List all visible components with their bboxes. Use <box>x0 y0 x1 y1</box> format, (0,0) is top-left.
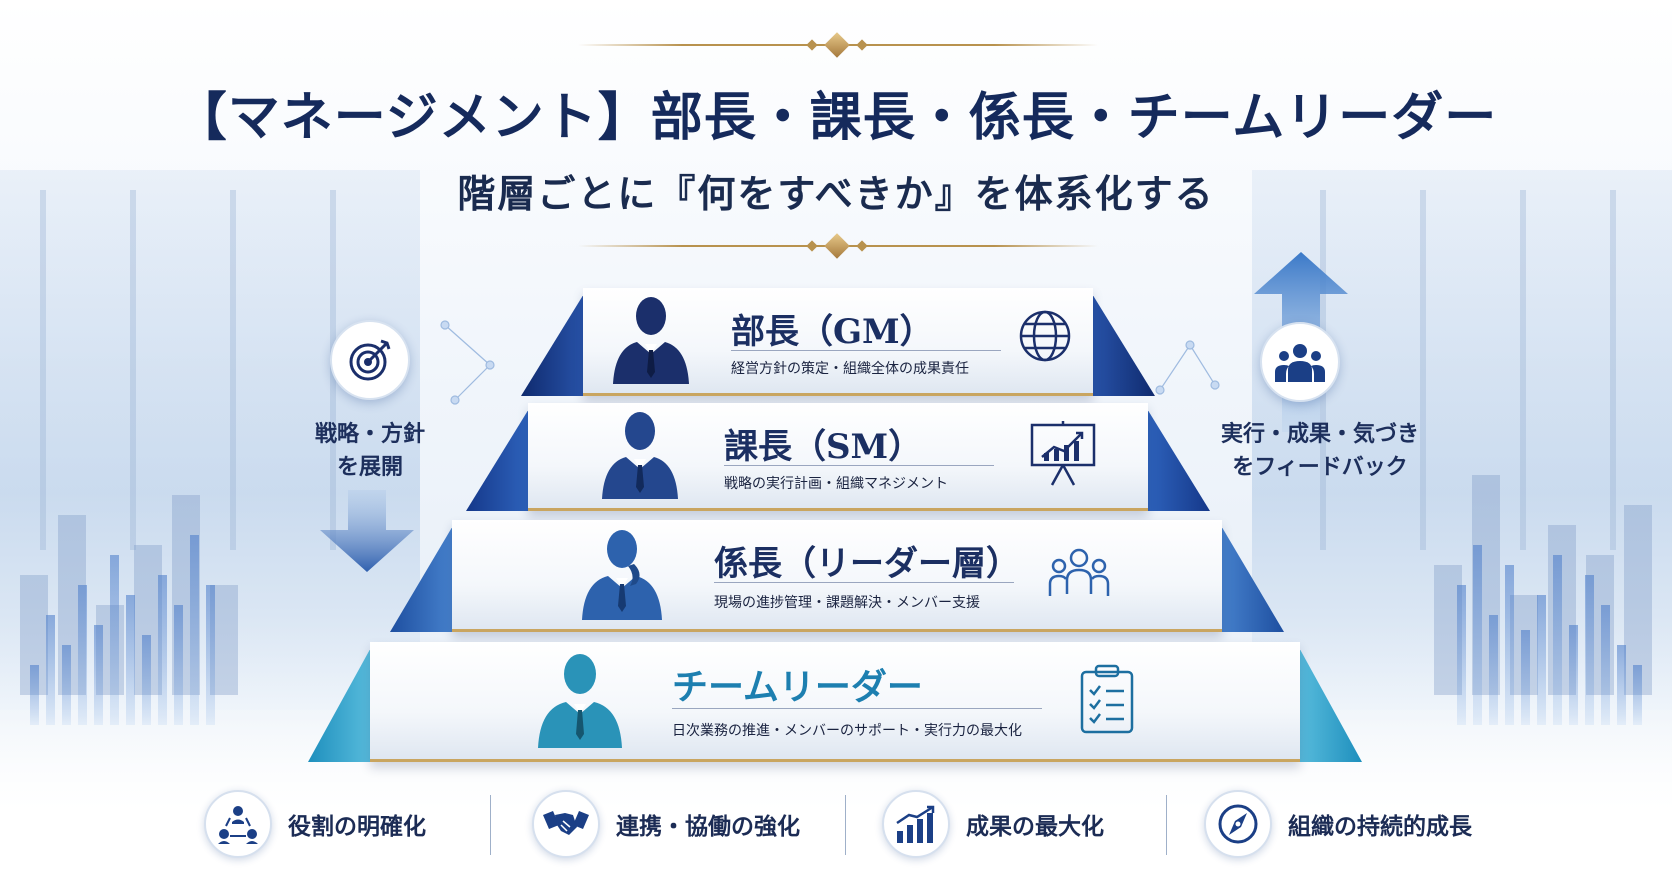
strategy-label-line1: 戦略・方針 <box>314 421 425 447</box>
footer-icon-circle <box>532 790 600 858</box>
footer-item-collaboration: 連携・協働の強化 <box>532 790 800 858</box>
tier-title: 係長（リーダー層） <box>714 544 1020 584</box>
tier-divider <box>714 582 1014 583</box>
footer-item-growth: 組織の持続的成長 <box>1204 790 1472 858</box>
tier-team-leader: チームリーダー 日次業務の推進・メンバーのサポート・実行力の最大化 <box>308 642 1362 762</box>
handshake-icon <box>543 811 589 835</box>
presentation-chart-icon <box>1030 421 1096 486</box>
footer-label: 組織の持続的成長 <box>1288 813 1472 840</box>
tier-title: 部長（GM） <box>731 312 934 352</box>
feedback-circle <box>1260 322 1340 402</box>
page-subtitle: 階層ごとに『何をすべきか』を体系化する <box>457 171 1215 216</box>
feedback-label-line1: 実行・成果・気づき <box>1220 421 1419 447</box>
feedback-label-line2: をフィードバック <box>1232 454 1408 480</box>
decor-bars-right <box>1457 545 1642 725</box>
tier-description: 経営方針の策定・組織全体の成果責任 <box>731 361 969 377</box>
tier-title: 課長（SM） <box>724 427 923 467</box>
people-icon <box>1275 344 1325 382</box>
tier-description: 日次業務の推進・メンバーのサポート・実行力の最大化 <box>672 723 1022 739</box>
tier-chief: 係長（リーダー層） 現場の進捗管理・課題解決・メンバー支援 <box>390 520 1284 632</box>
footer-icon-circle <box>1204 790 1272 858</box>
checklist-icon <box>1080 664 1134 734</box>
team-icon <box>1048 548 1110 596</box>
footer-label: 連携・協働の強化 <box>616 813 800 840</box>
footer-divider <box>490 795 491 855</box>
tier-panel <box>370 642 1300 762</box>
manager-silhouette-icon <box>602 412 678 499</box>
decor-bars-left <box>30 535 215 725</box>
footer-icon-circle <box>204 790 272 858</box>
tier-divider <box>672 708 1042 709</box>
page-title: 【マネージメント】部長・課長・係長・チームリーダー <box>174 87 1498 148</box>
target-icon <box>349 339 391 381</box>
footer-label: 役割の明確化 <box>288 813 426 840</box>
role-network-icon <box>218 806 258 844</box>
globe-icon <box>1019 310 1071 362</box>
down-arrow-icon <box>320 490 414 572</box>
footer-divider <box>1166 795 1167 855</box>
footer-icon-circle <box>882 790 950 858</box>
compass-icon <box>1218 804 1258 844</box>
tier-general-manager: 部長（GM） 経営方針の策定・組織全体の成果責任 <box>521 288 1155 396</box>
strategy-label-line2: を展開 <box>336 454 403 480</box>
leader-silhouette-icon <box>538 654 622 748</box>
footer-item-results: 成果の最大化 <box>882 790 1104 858</box>
feedback-label: 実行・成果・気づき をフィードバック <box>1200 418 1440 484</box>
strategy-label: 戦略・方針 を展開 <box>290 418 450 484</box>
growth-chart-icon <box>896 805 935 843</box>
footer-divider <box>845 795 846 855</box>
manager-silhouette-icon <box>613 297 689 384</box>
tier-divider <box>724 465 994 466</box>
strategy-circle <box>330 320 410 400</box>
tier-section-manager: 課長（SM） 戦略の実行計画・組織マネジメント <box>466 403 1210 511</box>
thinking-leader-silhouette-icon <box>582 530 662 620</box>
footer-label: 成果の最大化 <box>966 813 1104 840</box>
tier-description: 現場の進捗管理・課題解決・メンバー支援 <box>714 595 980 611</box>
tier-divider <box>731 350 1001 351</box>
tier-description: 戦略の実行計画・組織マネジメント <box>724 476 948 492</box>
tier-title: チームリーダー <box>672 666 923 708</box>
footer-item-role: 役割の明確化 <box>204 790 426 858</box>
